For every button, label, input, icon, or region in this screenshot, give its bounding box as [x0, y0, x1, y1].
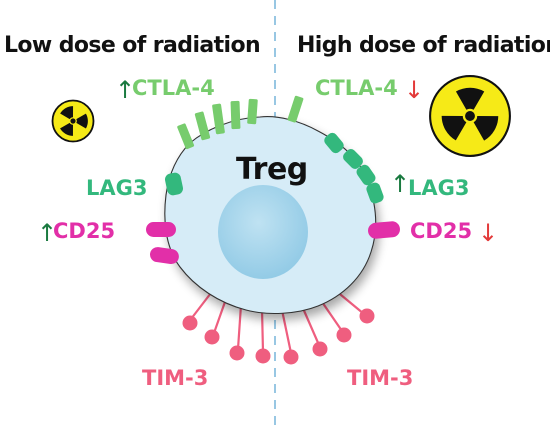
cd25-label-left: CD25	[53, 219, 115, 243]
cd25-receptors	[146, 221, 400, 265]
tim3-label-right: TIM-3	[347, 366, 413, 390]
lag3-receptors	[165, 132, 384, 204]
tim3-receptors	[182, 287, 375, 365]
ctla4-down-arrow-right: ↓	[404, 76, 424, 104]
ctla4-receptors-left	[177, 98, 258, 150]
high-dose-heading: High dose of radiation	[297, 33, 550, 58]
high-dose-radiation-icon	[429, 75, 511, 157]
ctla4-label-left: CTLA-4	[132, 76, 215, 100]
cd25-down-arrow-right: ↓	[478, 219, 498, 247]
lag3-label-left: LAG3	[86, 176, 147, 200]
cd25-up-arrow-left: ↑	[37, 219, 57, 247]
low-dose-radiation-icon	[51, 99, 95, 143]
treg-label: Treg	[236, 152, 308, 187]
lag3-up-arrow-right: ↑	[390, 170, 410, 198]
lag3-label-right: LAG3	[408, 176, 469, 200]
tim3-label-left: TIM-3	[142, 366, 208, 390]
low-dose-heading: Low dose of radiation	[4, 33, 260, 58]
ctla4-receptors-right	[287, 95, 304, 123]
ctla4-label-right: CTLA-4	[315, 76, 398, 100]
cd25-label-right: CD25	[410, 219, 472, 243]
ctla4-up-arrow-left: ↑	[115, 76, 135, 104]
treg-nucleus	[218, 185, 308, 279]
